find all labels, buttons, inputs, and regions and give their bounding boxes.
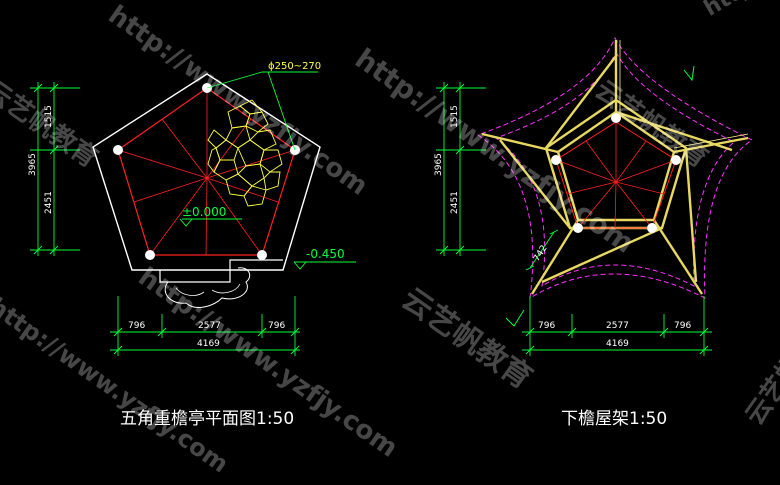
right-plan-title: 下檐屋架1:50 [561,409,668,429]
left-dim-h-right: 796 [268,321,285,331]
left-dim-h-total: 4169 [197,339,220,349]
left-callout [206,71,318,151]
left-column-left [113,145,123,155]
right-dim-v-top: 1515 [450,105,460,128]
left-plan-title: 五角重檐亭平面图1:50 [120,409,295,429]
right-eave-outer [476,36,753,299]
right-radial-lines [555,122,677,229]
left-dim-h-left: 796 [128,321,145,331]
right-dim-h-right: 796 [674,321,691,331]
right-column-top [611,113,621,123]
right-check-mark-top [683,65,695,82]
right-dim-v-total: 3965 [434,153,444,176]
right-column-left [551,155,561,165]
elev-low-label: -0.450 [306,247,345,261]
right-column-bottom-right [647,223,657,233]
left-dim-v-bottom: 2451 [44,191,54,214]
right-beams-edge [619,40,749,149]
left-rock-inner [175,283,241,296]
left-column-bottom-right [257,250,267,260]
left-stone-paving [207,99,283,207]
left-radial-lines [117,88,296,256]
left-column-bottom-left [145,250,155,260]
right-dim-h-total: 4169 [606,339,629,349]
right-check-mark-bottom [505,309,525,327]
right-dim-v-bottom: 2451 [450,191,460,214]
left-dim-h-mid: 2577 [198,321,221,331]
elev-low-marker [293,261,356,270]
right-horizontal-dimension [522,296,712,356]
right-plan: 742 3965 1515 2451 [434,36,753,356]
left-plan: ϕ250~270 ±0.000 -0.450 3965 1515 2451 [28,61,356,356]
left-vertical-dimension [30,82,80,256]
left-columns [113,83,300,260]
right-dim-diag: 742 [532,244,550,264]
right-columns [551,113,681,233]
left-dim-v-total: 3965 [28,153,38,176]
left-outer-pentagon [92,73,321,271]
right-diag-dimension [525,229,559,271]
left-rock-outline [164,267,251,308]
right-column-bottom-left [573,223,583,233]
left-horizontal-dimension [110,296,300,356]
right-beams [481,40,749,295]
elev-zero-label: ±0.000 [182,205,226,219]
right-dim-h-mid: 2577 [606,321,629,331]
right-column-right [671,155,681,165]
callout-diameter-label: ϕ250~270 [268,61,321,72]
right-eave-inner [494,50,735,287]
left-entrance-step [159,259,283,283]
elev-zero-marker [179,218,242,227]
right-vertical-dimension [436,82,486,256]
right-dim-h-left: 796 [538,321,555,331]
left-dim-v-top: 1515 [44,105,54,128]
